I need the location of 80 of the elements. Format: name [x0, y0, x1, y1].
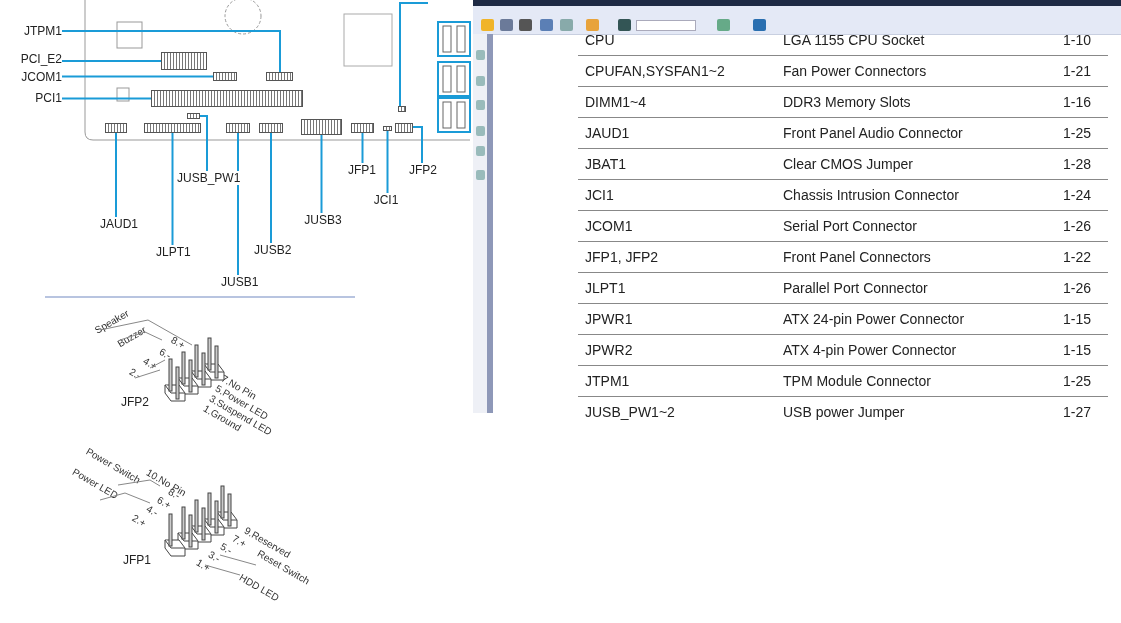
table-cell: JBAT1	[585, 156, 626, 172]
part-label: JUSB2	[254, 243, 290, 257]
leader-line	[386, 130, 389, 194]
part-label: JAUD1	[99, 217, 139, 231]
pin-header	[213, 72, 237, 81]
leader-line	[237, 132, 239, 276]
part-label: JCI1	[373, 193, 399, 207]
table-cell: Front Panel Connectors	[783, 249, 931, 265]
table-cell: 1-21	[1063, 63, 1092, 79]
leader-line	[61, 30, 281, 73]
table-cell: Parallel Port Connector	[783, 280, 928, 296]
table-cell: JUSB_PW1~2	[585, 404, 675, 420]
pin-header	[266, 72, 293, 81]
table-cell: 1-10	[1063, 32, 1092, 48]
table-cell: ATX 24-pin Power Connector	[783, 311, 965, 327]
table-cell: JLPT1	[585, 280, 626, 296]
pin-header	[144, 123, 201, 133]
table-cell: ATX 4-pin Power Connector	[783, 342, 957, 358]
connector-name: JFP2	[121, 396, 149, 408]
table-cell: 1-15	[1063, 311, 1092, 327]
table-cell: JPWR2	[585, 342, 633, 358]
part-label: JFP2	[409, 163, 437, 177]
jumper	[187, 113, 200, 119]
table-cell: 1-25	[1063, 373, 1092, 389]
table-cell: CPUFAN,SYSFAN1~2	[585, 63, 725, 79]
pin-label: 2.+	[129, 512, 149, 530]
part-label: JUSB1	[221, 275, 257, 289]
table-cell: Front Panel Audio Connector	[783, 125, 963, 141]
table-cell: 1-16	[1063, 94, 1092, 110]
part-label: JFP1	[348, 163, 376, 177]
table-cell: DIMM1~4	[585, 94, 647, 110]
pin-header	[105, 123, 127, 133]
leader-line	[171, 132, 174, 246]
leader-line	[270, 132, 272, 244]
part-label: JUSB_PW1	[177, 171, 239, 185]
leader-line	[61, 75, 214, 78]
table-cell: Clear CMOS Jumper	[783, 156, 913, 172]
table-cell: 1-22	[1063, 249, 1092, 265]
part-label: JUSB3	[304, 213, 342, 227]
table-cell: 1-28	[1063, 156, 1092, 172]
pin-header	[226, 123, 250, 133]
table-cell: CPU	[585, 32, 615, 48]
table-cell: JTPM1	[585, 373, 630, 389]
connector-name: JFP1	[123, 554, 151, 566]
expansion-slot	[161, 52, 207, 70]
jumper	[398, 106, 406, 112]
pin-header	[351, 123, 374, 133]
table-cell: JCOM1	[585, 218, 633, 234]
table-cell: 1-24	[1063, 187, 1092, 203]
leader-line	[320, 134, 323, 214]
table-cell: DDR3 Memory Slots	[783, 94, 911, 110]
table-cell: 1-26	[1063, 218, 1092, 234]
table-cell: Chassis Intrusion Connector	[783, 187, 959, 203]
table-cell: Serial Port Connector	[783, 218, 917, 234]
leader-line	[412, 126, 423, 164]
table-cell: JCI1	[585, 187, 614, 203]
leader-line	[61, 97, 152, 100]
leader-line	[115, 132, 117, 218]
table-cell: USB power Jumper	[783, 404, 905, 420]
table-cell: TPM Module Connector	[783, 373, 931, 389]
leader-line	[61, 60, 162, 62]
table-cell: 1-26	[1063, 280, 1092, 296]
pin-header	[395, 123, 413, 133]
table-cell: 1-27	[1063, 404, 1092, 420]
table-cell: JFP1, JFP2	[585, 249, 659, 265]
table-cell: 1-25	[1063, 125, 1092, 141]
leader-line	[361, 132, 364, 164]
pin-header	[301, 119, 342, 135]
expansion-slot	[151, 90, 303, 107]
table-cell: LGA 1155 CPU Socket	[783, 32, 925, 48]
leader-line	[399, 2, 429, 107]
table-cell: JPWR1	[585, 311, 633, 327]
leader-line	[199, 115, 208, 172]
part-label: JLPT1	[156, 245, 190, 259]
table-cell: Fan Power Connectors	[783, 63, 927, 79]
table-cell: 1-15	[1063, 342, 1092, 358]
pin-header	[259, 123, 283, 133]
table-cell: JAUD1	[585, 125, 630, 141]
jumper	[383, 126, 392, 131]
pin-label: HDD LED	[237, 571, 281, 605]
